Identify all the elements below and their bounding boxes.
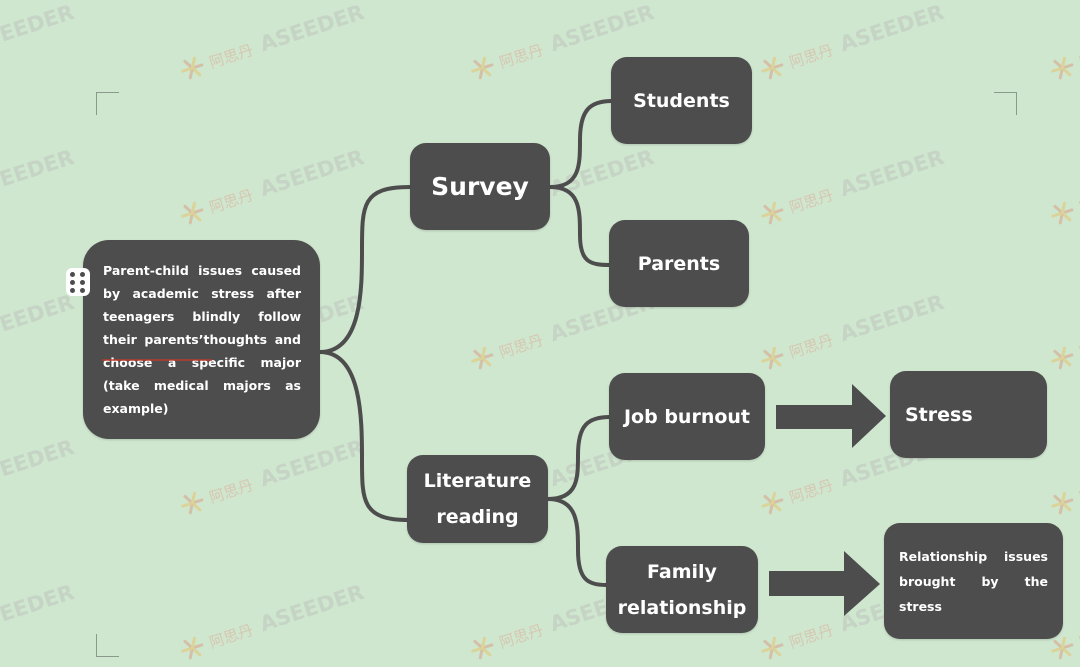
watermark-cn-text: 阿思丹 [207, 186, 255, 217]
parents-node[interactable]: Parents [609, 220, 749, 307]
asterisk-logo-icon [471, 56, 494, 80]
asterisk-logo-icon [471, 346, 494, 370]
watermark-cn-text: 阿思丹 [1077, 476, 1080, 507]
watermark-brand-text: ASEEDER [547, 145, 657, 201]
students-node[interactable]: Students [611, 57, 752, 144]
parents-label: Parents [637, 252, 721, 275]
watermark-cn-text: 阿思丹 [1077, 621, 1080, 652]
watermark-cn-text: 阿思丹 [787, 186, 835, 217]
watermark-brand-text: ASEEDER [547, 0, 657, 56]
watermark-brand-text: ASEEDER [0, 435, 77, 491]
watermark-brand-text: ASEEDER [837, 145, 947, 201]
watermark-cn-text: 阿思丹 [497, 331, 545, 362]
watermark-brand-text: ASEEDER [0, 0, 77, 56]
asterisk-logo-icon [1051, 636, 1074, 660]
connector-survey-parents [548, 185, 612, 267]
literature-label-line2: reading [436, 506, 519, 528]
connector-literature-family [546, 497, 609, 587]
survey-node[interactable]: Survey [410, 143, 550, 230]
asterisk-logo-icon [181, 56, 204, 80]
connector-layer [318, 99, 614, 587]
root-node[interactable]: Parent-child issues caused by academic s… [83, 240, 320, 439]
literature-reading-node[interactable]: Literature reading [407, 455, 548, 543]
students-label: Students [633, 89, 730, 112]
asterisk-logo-icon [1051, 491, 1074, 515]
asterisk-logo-icon [1051, 56, 1074, 80]
watermark-cn-text: 阿思丹 [497, 41, 545, 72]
watermark-cn-text: 阿思丹 [497, 621, 545, 652]
family-relationship-node[interactable]: Family relationship [606, 546, 758, 633]
relationship-issues-text: Relationship issues brought by the stres… [899, 548, 1048, 614]
asterisk-logo-icon [761, 636, 784, 660]
job-burnout-label: Job burnout [623, 405, 751, 428]
asterisk-logo-icon [761, 201, 784, 225]
asterisk-logo-icon [1051, 346, 1074, 370]
asterisk-logo-icon [761, 346, 784, 370]
watermark-cn-text: 阿思丹 [207, 476, 255, 507]
stress-node[interactable]: Stress [890, 371, 1047, 458]
watermark-brand-text: ASEEDER [257, 145, 367, 201]
connector-root-survey [318, 185, 412, 354]
connector-survey-students [548, 99, 614, 189]
family-label-line2: relationship [617, 596, 747, 619]
watermark-cn-text: 阿思丹 [787, 41, 835, 72]
connector-literature-jobburnout [546, 415, 612, 501]
watermark-cn-text: 阿思丹 [787, 621, 835, 652]
watermark-cn-text: 阿思丹 [787, 331, 835, 362]
watermark-brand-text: ASEEDER [837, 0, 947, 56]
crop-mark-bottom-left [96, 634, 119, 657]
drag-handle-icon[interactable] [66, 268, 90, 296]
asterisk-logo-icon [181, 636, 204, 660]
watermark-brand-text: ASEEDER [257, 580, 367, 636]
asterisk-logo-icon [761, 491, 784, 515]
survey-label: Survey [431, 172, 529, 201]
spellcheck-underline [102, 359, 212, 361]
watermark-brand-text: ASEEDER [257, 435, 367, 491]
arrow-jobburnout-stress [776, 384, 886, 448]
crop-mark-top-left [96, 92, 119, 115]
literature-label-line1: Literature [423, 470, 532, 492]
job-burnout-node[interactable]: Job burnout [609, 373, 765, 460]
asterisk-logo-icon [761, 56, 784, 80]
asterisk-logo-icon [471, 636, 494, 660]
connector-root-literature [318, 350, 410, 522]
watermark-cn-text: 阿思丹 [1077, 331, 1080, 362]
watermark-brand-text: ASEEDER [0, 145, 77, 201]
asterisk-logo-icon [1051, 201, 1074, 225]
asterisk-logo-icon [181, 201, 204, 225]
family-label-line1: Family [647, 560, 717, 583]
relationship-issues-node[interactable]: Relationship issues brought by the stres… [884, 523, 1063, 639]
asterisk-logo-icon [181, 491, 204, 515]
crop-mark-top-right [994, 92, 1017, 115]
watermark-brand-text: ASEEDER [0, 580, 77, 636]
watermark-brand-text: ASEEDER [257, 0, 367, 56]
watermark-cn-text: 阿思丹 [787, 476, 835, 507]
stress-label: Stress [905, 403, 973, 426]
watermark-cn-text: 阿思丹 [207, 621, 255, 652]
root-node-text: Parent-child issues caused by academic s… [103, 263, 301, 416]
watermark-brand-text: ASEEDER [0, 290, 77, 346]
arrow-family-relationship-issues [769, 551, 880, 616]
watermark-cn-text: 阿思丹 [207, 41, 255, 72]
watermark-cn-text: 阿思丹 [1077, 186, 1080, 217]
watermark-cn-text: 阿思丹 [1077, 41, 1080, 72]
watermark-brand-text: ASEEDER [837, 290, 947, 346]
